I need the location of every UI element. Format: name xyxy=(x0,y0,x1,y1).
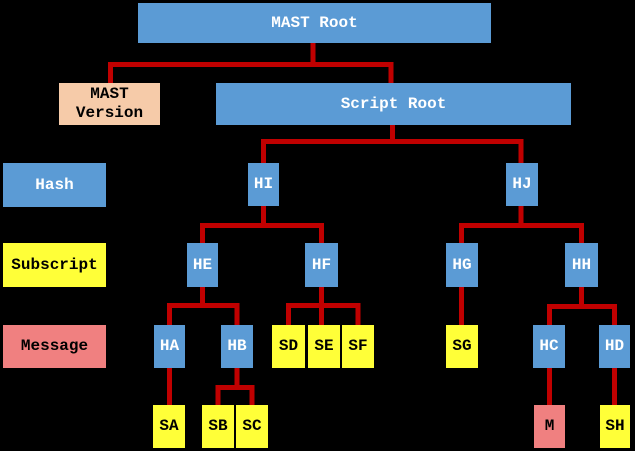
node-sc: SC xyxy=(236,405,268,448)
connector-hb-bracket xyxy=(215,385,255,405)
row-label-subscript: Subscript xyxy=(3,243,106,287)
connector-mast-root-bracket xyxy=(108,62,394,83)
node-script-root: Script Root xyxy=(216,83,571,125)
node-he: HE xyxy=(187,243,218,287)
node-sb: SB xyxy=(202,405,234,448)
connector-he-bracket xyxy=(167,303,240,325)
node-mast-version: MAST Version xyxy=(59,83,160,125)
node-sd: SD xyxy=(272,325,305,368)
node-m: M xyxy=(534,405,565,448)
connector-hf-bracket xyxy=(286,303,361,325)
node-sf: SF xyxy=(342,325,374,368)
connector-hh-bracket xyxy=(547,304,617,325)
node-hf: HF xyxy=(305,243,338,287)
node-hi: HI xyxy=(248,163,279,206)
node-hj: HJ xyxy=(506,163,538,206)
connector-script-root-bracket xyxy=(261,139,524,163)
node-hc: HC xyxy=(533,325,565,368)
row-label-hash: Hash xyxy=(3,163,106,207)
node-sg: SG xyxy=(446,325,478,368)
node-mast-root: MAST Root xyxy=(138,3,491,43)
node-hg: HG xyxy=(446,243,478,287)
node-hh: HH xyxy=(565,243,598,287)
connector-hi-bracket xyxy=(200,223,324,243)
node-hd: HD xyxy=(599,325,630,368)
node-se: SE xyxy=(308,325,340,368)
connector-hj-bracket xyxy=(459,223,584,243)
node-sa: SA xyxy=(153,405,185,448)
node-sh: SH xyxy=(600,405,630,448)
node-ha: HA xyxy=(154,325,185,368)
row-label-message: Message xyxy=(3,325,106,368)
node-hb: HB xyxy=(221,325,253,368)
